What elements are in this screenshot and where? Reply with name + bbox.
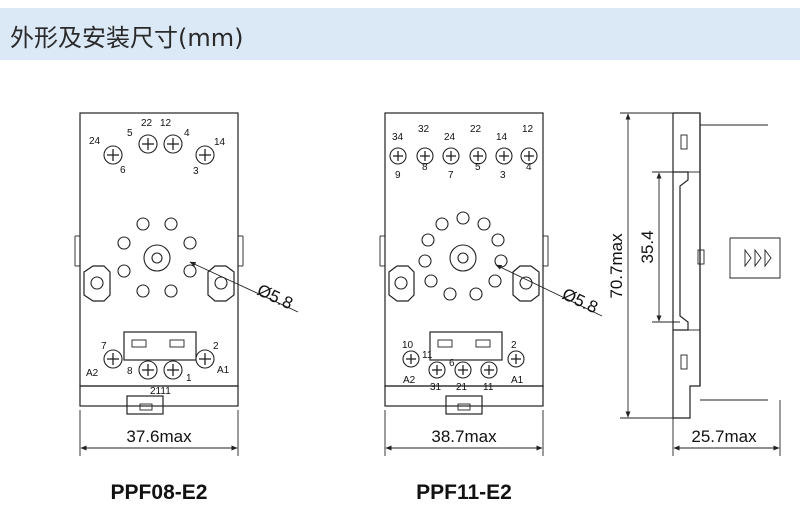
pin-label: 5 bbox=[127, 128, 133, 139]
screw-terminal bbox=[103, 134, 215, 165]
pin-label: 14 bbox=[496, 132, 508, 143]
pin-label: 6 bbox=[120, 165, 126, 176]
pin-label: 5 bbox=[475, 162, 481, 173]
model-name: PPF08-E2 bbox=[111, 481, 208, 504]
pin-label: 14 bbox=[214, 137, 226, 148]
pin-label: 8 bbox=[127, 366, 133, 377]
pin-label: 3 bbox=[193, 166, 199, 177]
diameter-label: Ø5.8 bbox=[254, 280, 295, 313]
section-title: 外形及安装尺寸(mm) bbox=[10, 24, 244, 52]
section-header: 外形及安装尺寸(mm) bbox=[0, 8, 800, 60]
screw-terminal bbox=[389, 147, 538, 165]
mounting-hole-right bbox=[519, 276, 533, 290]
pin-label: 2111 bbox=[150, 386, 171, 397]
pin-label: 24 bbox=[89, 136, 101, 147]
pin-label: A2 bbox=[86, 368, 99, 379]
pin-label: 11 bbox=[422, 350, 433, 361]
pin-label: A1 bbox=[217, 365, 230, 376]
pin-label: 22 bbox=[141, 118, 153, 129]
pin-label: 3 bbox=[500, 170, 506, 181]
mounting-ear-left bbox=[83, 265, 111, 302]
pin-label: 12 bbox=[522, 124, 534, 135]
model-name: PPF11-E2 bbox=[416, 481, 512, 504]
socket-ppf08-front-view: 24 5 22 12 4 14 6 3 7 2 A2 A1 8 1 2111 Ø… bbox=[74, 112, 299, 504]
socket-holes bbox=[418, 211, 508, 301]
pin-label: A2 bbox=[403, 375, 416, 386]
socket-side-view: 70.7max 35.4 25.7max bbox=[607, 112, 781, 456]
width-dimension: 38.7max bbox=[431, 427, 497, 446]
pin-label: 10 bbox=[402, 340, 414, 351]
rail-dimension: 35.4 bbox=[638, 230, 657, 263]
pin-label: 24 bbox=[444, 132, 456, 143]
pin-label: 1 bbox=[186, 373, 192, 384]
mounting-hole-right bbox=[214, 276, 228, 290]
pin-label: 34 bbox=[392, 132, 404, 143]
pin-label: 7 bbox=[448, 170, 454, 181]
pin-label: 11 bbox=[483, 382, 494, 393]
pin-label: 12 bbox=[160, 118, 172, 129]
socket-holes bbox=[117, 217, 197, 298]
diameter-label: Ø5.8 bbox=[559, 284, 600, 317]
mounting-hole-left bbox=[90, 276, 104, 290]
height-dimension: 70.7max bbox=[607, 233, 626, 299]
pin-label: 4 bbox=[184, 128, 190, 139]
pin-label: 31 bbox=[430, 382, 442, 393]
mounting-ear-left bbox=[388, 265, 415, 302]
pin-label: 4 bbox=[526, 162, 532, 173]
pin-label: 8 bbox=[422, 162, 428, 173]
mounting-hole-left bbox=[394, 276, 408, 290]
pin-label: 21 bbox=[456, 382, 468, 393]
depth-dimension: 25.7max bbox=[691, 427, 757, 446]
pin-label: 2 bbox=[511, 340, 517, 351]
pin-label: 2 bbox=[213, 341, 219, 352]
width-dimension: 37.6max bbox=[126, 427, 192, 446]
pin-label: A1 bbox=[511, 375, 524, 386]
pin-label: 7 bbox=[101, 341, 107, 352]
mounting-ear-right bbox=[207, 265, 235, 302]
pin-label: 22 bbox=[470, 124, 482, 135]
mounting-ear-right bbox=[512, 265, 540, 302]
screw-terminal bbox=[103, 349, 215, 380]
socket-ppf11-front-view: 34 32 24 22 14 12 9 8 7 5 3 4 10 11 6 2 … bbox=[379, 112, 603, 504]
screw-terminal bbox=[402, 350, 525, 379]
pin-label: 6 bbox=[449, 358, 455, 369]
pin-label: 32 bbox=[418, 124, 430, 135]
pin-label: 9 bbox=[395, 170, 401, 181]
